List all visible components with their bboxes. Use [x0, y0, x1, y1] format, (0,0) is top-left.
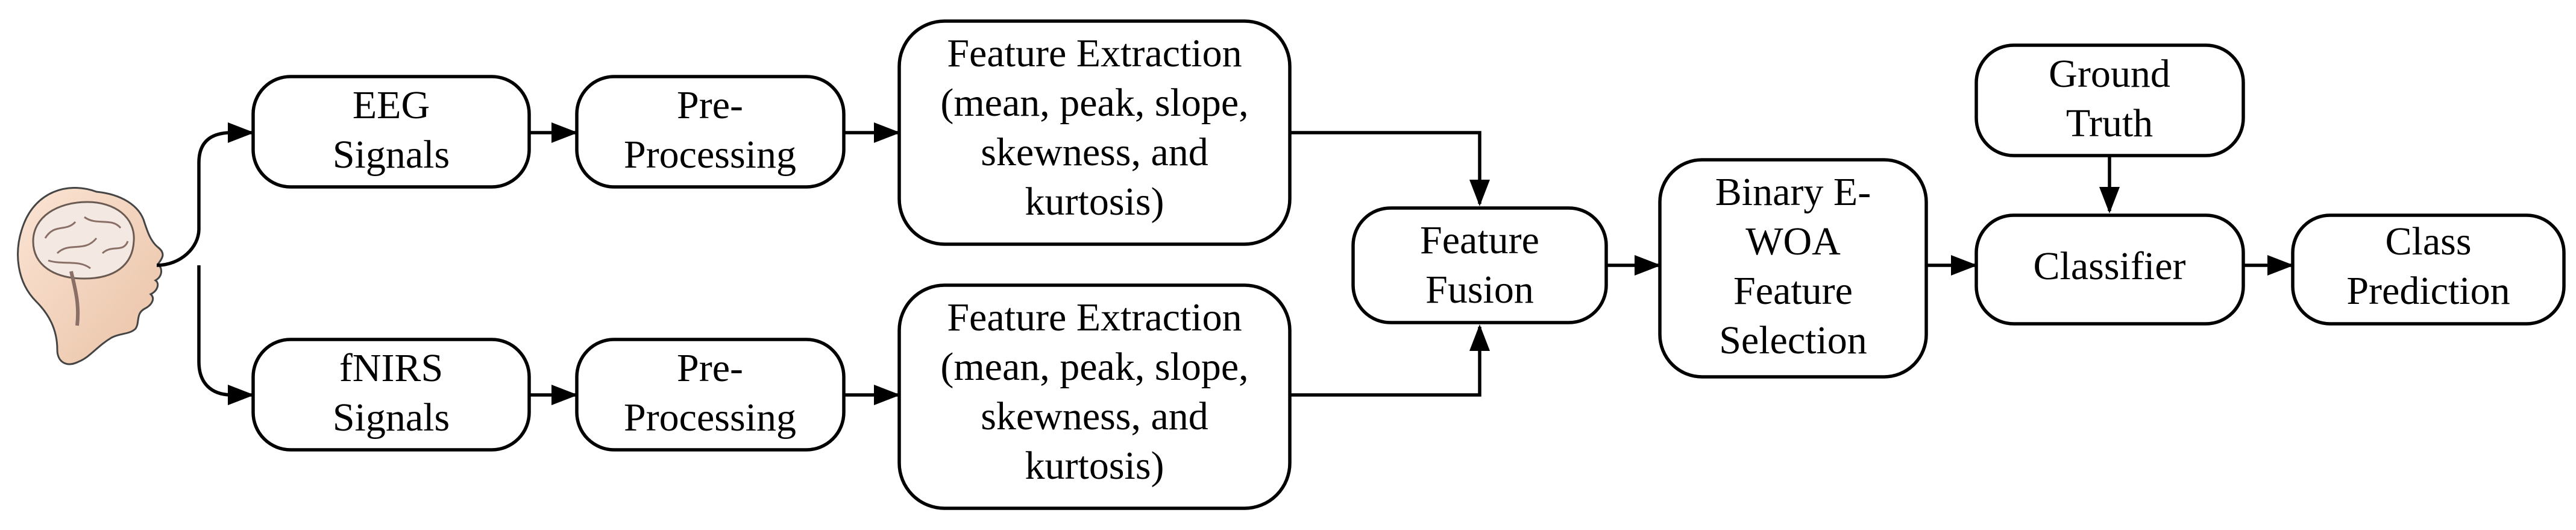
node-eeg-signals: EEG Signals [251, 75, 531, 189]
node-eeg-preprocessing: Pre- Processing [575, 75, 846, 189]
node-class-prediction-line-2: Prediction [2346, 269, 2510, 313]
node-feature-selection-line-4: Selection [1719, 318, 1867, 362]
node-eeg-feature-extraction: Feature Extraction (mean, peak, slope, ske… [897, 19, 1292, 246]
brain-head-icon [17, 187, 164, 365]
node-eeg-feature-extraction-line-2: (mean, peak, slope, [940, 81, 1248, 125]
node-fnirs-feature-extraction-line-3: skewness, and [981, 394, 1208, 438]
node-ground-truth-line-2: Truth [2066, 101, 2153, 145]
svg-text:Feature Extraction(mean, peak,: Feature Extraction (mean, peak, slope, ske… [940, 31, 1248, 224]
node-eeg-feature-extraction-line-4: kurtosis) [1025, 180, 1164, 224]
node-fnirs-feature-extraction-line-4: kurtosis) [1025, 444, 1164, 488]
node-fnirs-preprocessing: Pre- Processing [575, 338, 846, 452]
arrow-fnirs-features-to-fusion [1290, 324, 1490, 397]
node-eeg-signals-line-1: EEG [353, 83, 430, 127]
arrow-eeg-features-to-fusion [1290, 131, 1490, 206]
node-fnirs-feature-extraction-line-1: Feature Extraction [947, 295, 1242, 339]
node-feature-selection-line-2: WOA [1745, 219, 1841, 263]
branch-connector-lower [197, 265, 233, 397]
node-feature-selection-line-1: Binary E- [1715, 170, 1871, 214]
node-feature-fusion-line-2: Fusion [1425, 268, 1534, 312]
node-eeg-preprocessing-line-1: Pre- [677, 83, 743, 127]
node-eeg-feature-extraction-line-3: skewness, and [981, 130, 1208, 174]
node-feature-fusion-line-1: Feature [1420, 218, 1539, 262]
node-feature-selection-line-3: Feature [1733, 269, 1853, 313]
svg-text:Feature Extraction(mean, peak,: Feature Extraction (mean, peak, slope, ske… [940, 295, 1248, 488]
svg-text:Pre-Processing: Pre- Processing [624, 346, 796, 440]
svg-text:Pre-Processing: Pre- Processing [624, 83, 796, 177]
branch-connector [156, 131, 233, 267]
node-eeg-preprocessing-line-2: Processing [624, 133, 796, 177]
node-eeg-feature-extraction-line-1: Feature Extraction [947, 31, 1242, 75]
node-ground-truth-line-1: Ground [2049, 52, 2170, 96]
node-fnirs-preprocessing-line-2: Processing [624, 396, 796, 440]
node-classifier: Classifier [1974, 213, 2245, 326]
connectors [156, 122, 2294, 405]
node-classifier-line-1: Classifier [2034, 244, 2186, 288]
node-fnirs-signals-line-2: Signals [333, 396, 450, 440]
node-fnirs-signals-line-1: fNIRS [339, 346, 443, 390]
node-fnirs-feature-extraction: Feature Extraction (mean, peak, slope, ske… [897, 283, 1292, 510]
svg-text:Classifier: Classifier [2034, 244, 2186, 288]
node-class-prediction-line-1: Class [2385, 219, 2471, 263]
node-eeg-signals-line-2: Signals [333, 133, 450, 177]
node-fnirs-feature-extraction-line-2: (mean, peak, slope, [940, 345, 1248, 389]
node-fnirs-signals: fNIRS Signals [251, 338, 531, 452]
node-fnirs-preprocessing-line-1: Pre- [677, 346, 743, 390]
